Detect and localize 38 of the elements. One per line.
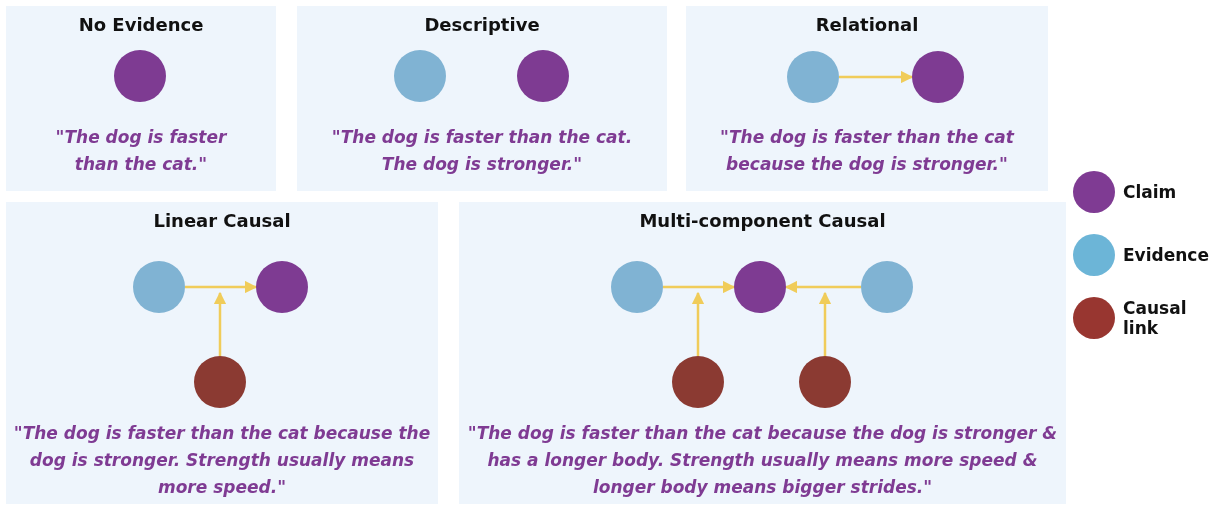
- quote-text: "The dog is faster than the cat because the dog is stronger & has a longer body. Strength usually means more speed & longer body means bigger strides.": [466, 422, 1059, 499]
- legend-label: Evidence: [1123, 245, 1210, 265]
- quote-text: "The dog is faster than the cat because the dog is stronger.": [719, 126, 1016, 176]
- arrow: [818, 291, 832, 356]
- diagram-panel: [686, 6, 1048, 191]
- panel-title: Multi-component Causal: [639, 210, 886, 231]
- claim-circle: [114, 50, 166, 102]
- claim-circle: [256, 261, 308, 313]
- legend-label: Causal link: [1123, 298, 1188, 338]
- arrow: [839, 70, 914, 84]
- arrow: [784, 280, 861, 294]
- diagram-panel: [459, 202, 1066, 504]
- causal-link-circle: [194, 356, 246, 408]
- causal-link-circle: [799, 356, 851, 408]
- evidence-circle: [861, 261, 913, 313]
- arrow: [213, 291, 227, 356]
- causal-link-circle: [672, 356, 724, 408]
- panel-title: Relational: [815, 14, 919, 35]
- quote-text: "The dog is faster than the cat because the dog is stronger. Strength usually means more speed.": [12, 422, 432, 499]
- panel-title: No Evidence: [78, 14, 204, 35]
- quote-text: "The dog is faster than the cat. The dog is stronger.": [330, 126, 634, 176]
- arrow: [663, 280, 736, 294]
- arrow: [185, 280, 258, 294]
- claim-circle: [517, 50, 569, 102]
- claim-circle: [734, 261, 786, 313]
- evidence-circle: [787, 51, 839, 103]
- quote-text: "The dog is faster than the cat.": [54, 126, 228, 176]
- diagram-panel: [6, 202, 438, 504]
- evidence-circle: [133, 261, 185, 313]
- arrow: [691, 291, 705, 356]
- diagram-panel: [297, 6, 667, 191]
- panel-title: Linear Causal: [153, 210, 291, 231]
- claim-circle: [912, 51, 964, 103]
- diagram-panel: [6, 6, 276, 191]
- legend-label: Claim: [1123, 182, 1178, 202]
- evidence-circle: [394, 50, 446, 102]
- evidence-circle: [611, 261, 663, 313]
- panel-title: Descriptive: [424, 14, 540, 35]
